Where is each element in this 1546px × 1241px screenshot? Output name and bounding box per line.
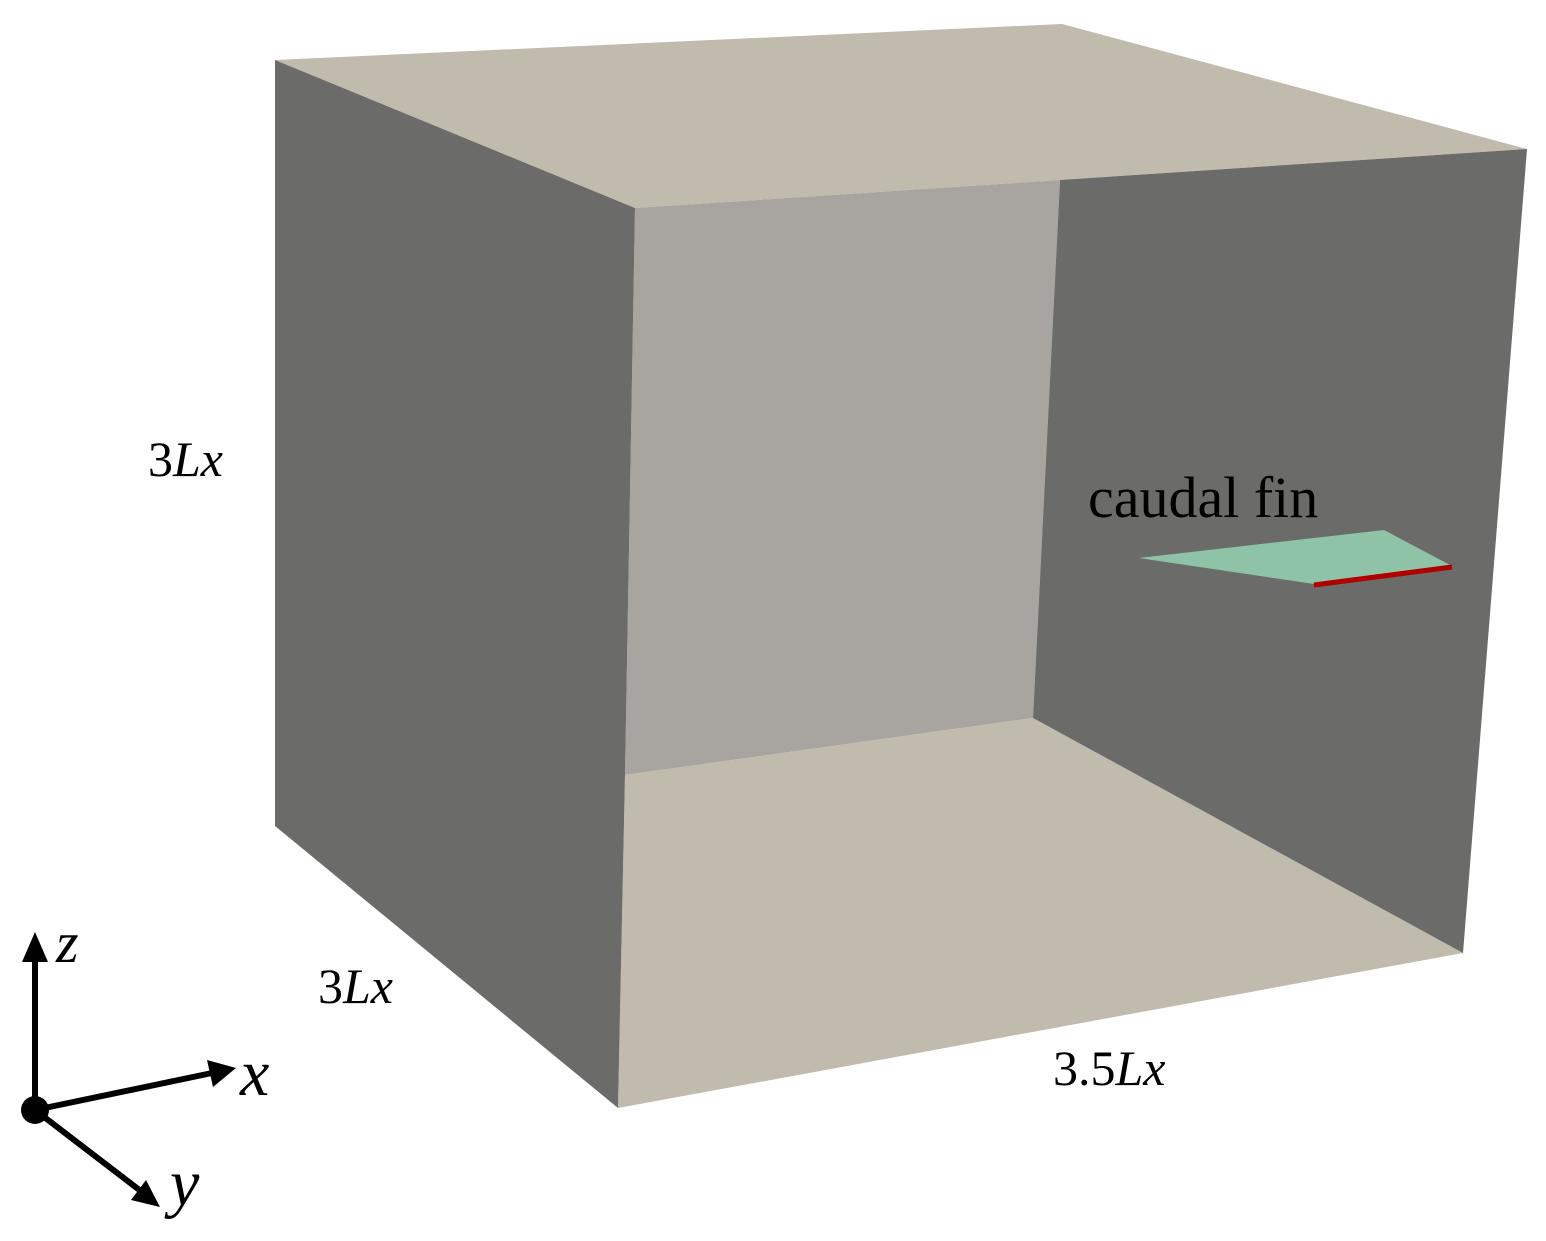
floor-face bbox=[618, 718, 1463, 1108]
y-axis-label: y bbox=[164, 1147, 200, 1220]
x-axis-arrowhead bbox=[207, 1060, 236, 1087]
depth-dimension-number: 3 bbox=[318, 958, 343, 1014]
caudal-fin-trailing-edge bbox=[1313, 564, 1453, 588]
back-wall-face bbox=[625, 180, 1060, 775]
y-axis-line bbox=[32, 1107, 145, 1195]
x-axis-label: x bbox=[239, 1037, 269, 1110]
length-dimension-variable: Lx bbox=[1115, 1040, 1166, 1096]
z-axis-arrowhead bbox=[22, 932, 48, 962]
x-axis-line bbox=[32, 1070, 215, 1113]
length-dimension-number: 3.5 bbox=[1053, 1040, 1116, 1096]
z-axis-label: z bbox=[55, 910, 79, 975]
height-dimension-variable: Lx bbox=[172, 431, 223, 487]
left-wall-face bbox=[275, 60, 635, 1108]
coordinate-axes bbox=[21, 932, 236, 1207]
caudal-fin-label: caudal fin bbox=[1088, 465, 1318, 530]
top-face bbox=[275, 24, 1527, 208]
depth-dimension-variable: Lx bbox=[342, 958, 393, 1014]
axes-origin-dot bbox=[21, 1096, 49, 1124]
depth-dimension-label: 3Lx bbox=[318, 958, 393, 1014]
length-dimension-label: 3.5Lx bbox=[1053, 1040, 1166, 1096]
y-axis-arrowhead bbox=[131, 1180, 160, 1207]
height-dimension-label: 3Lx bbox=[148, 431, 223, 487]
caudal-fin-plate bbox=[1139, 530, 1452, 584]
height-dimension-number: 3 bbox=[148, 431, 173, 487]
